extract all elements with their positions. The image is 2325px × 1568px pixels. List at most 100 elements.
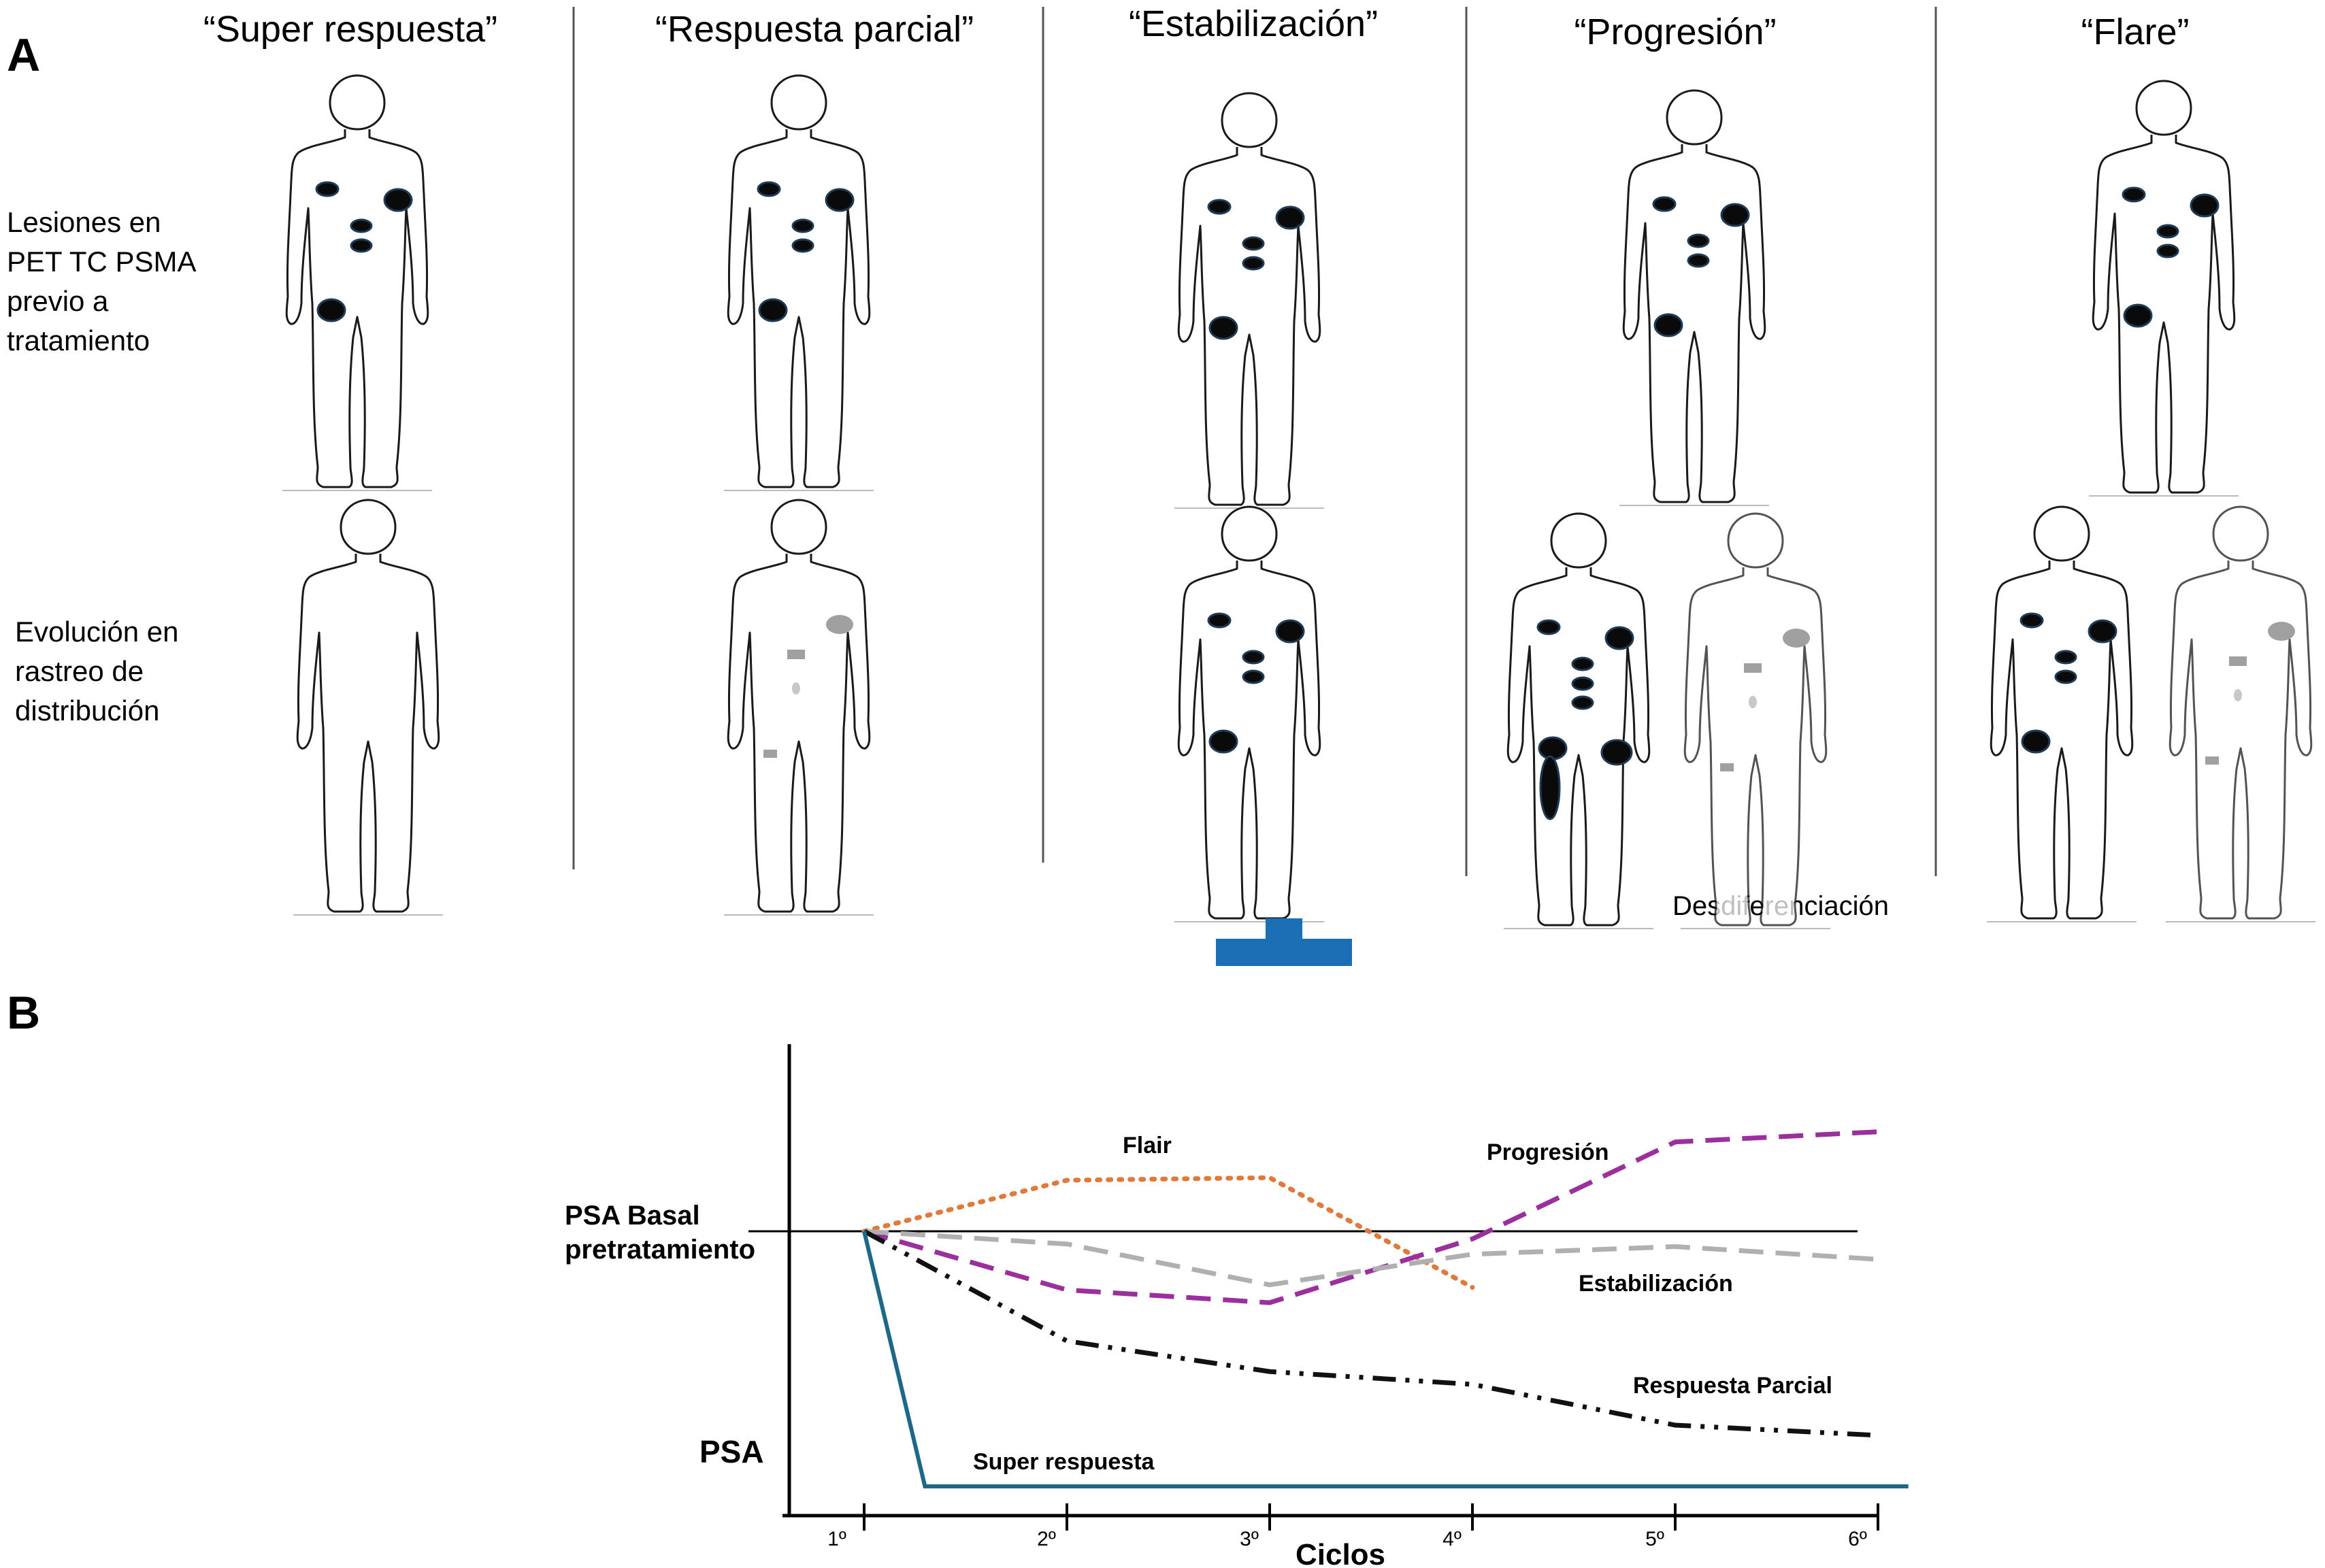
faded-lesion bbox=[1744, 663, 1762, 673]
row-label-pet-lesions: Lesiones en PET TC PSMA previo a tratami… bbox=[7, 206, 197, 356]
lesion bbox=[2156, 244, 2179, 258]
faded-lesion bbox=[2229, 656, 2247, 666]
baseline-label: pretratamiento bbox=[565, 1235, 755, 1265]
column-title-partial: “Respuesta parcial” bbox=[655, 9, 974, 50]
lesion bbox=[1242, 650, 1265, 665]
series-label: Flair bbox=[1123, 1133, 1172, 1158]
lesion bbox=[2054, 669, 2077, 684]
lesion bbox=[316, 298, 346, 322]
series-label: Progresión bbox=[1487, 1139, 1609, 1165]
lesion bbox=[315, 181, 340, 197]
faded-lesion bbox=[1720, 763, 1734, 771]
lesion bbox=[350, 218, 373, 233]
baseline-label: PSA Basal bbox=[565, 1201, 700, 1231]
panel-b-letter: B bbox=[7, 987, 41, 1039]
lesion bbox=[825, 188, 855, 212]
x-tick-label: 2º bbox=[1037, 1528, 1056, 1550]
lesion bbox=[1538, 736, 1568, 761]
lesion bbox=[1275, 619, 1305, 644]
lesion bbox=[1652, 196, 1677, 212]
faded-lesion bbox=[792, 682, 800, 695]
faded-lesion bbox=[2205, 756, 2219, 765]
lesion bbox=[758, 298, 788, 322]
column-title-stabilization: “Estabilización” bbox=[1128, 3, 1379, 44]
lesion bbox=[1242, 236, 1265, 251]
lesion bbox=[1687, 253, 1710, 268]
lesion bbox=[757, 181, 781, 197]
x-tick-label: 3º bbox=[1240, 1528, 1259, 1550]
series-line-estabilización bbox=[863, 1229, 1879, 1288]
lesion bbox=[2021, 729, 2051, 754]
lesion bbox=[2190, 193, 2220, 218]
x-tick-label: 4º bbox=[1442, 1528, 1462, 1550]
lesion bbox=[1604, 626, 1634, 650]
series-line-super-respuesta bbox=[862, 1231, 1909, 1488]
lesion bbox=[1242, 669, 1265, 684]
lesion bbox=[1571, 676, 1594, 691]
faded-lesion bbox=[2268, 622, 2295, 641]
lesion bbox=[1720, 203, 1750, 227]
lesion bbox=[2122, 186, 2146, 203]
series-line-respuesta-parcial bbox=[863, 1229, 1879, 1438]
faded-lesion bbox=[2234, 689, 2242, 701]
lesion bbox=[1539, 755, 1561, 820]
lesion bbox=[1208, 729, 1238, 754]
lesion bbox=[1208, 316, 1238, 340]
figure-super-before bbox=[282, 74, 432, 491]
y-axis-label: PSA bbox=[699, 1434, 764, 1469]
lesion bbox=[1653, 313, 1683, 337]
x-tick-label: 1º bbox=[827, 1528, 846, 1550]
figure-progression-before bbox=[1619, 89, 1769, 506]
x-tick-label: 6º bbox=[1848, 1528, 1867, 1550]
column-title-super: “Super respuesta” bbox=[203, 9, 498, 50]
lesion bbox=[1275, 205, 1305, 230]
row-label-distribution: Evolución en rastreo de distribución bbox=[15, 616, 179, 727]
figure-super-after bbox=[293, 499, 443, 916]
faded-lesion bbox=[1783, 629, 1810, 648]
lesion bbox=[2123, 303, 2153, 328]
figure-stabilization-after bbox=[1174, 505, 1324, 922]
lesion bbox=[1687, 233, 1710, 248]
x-axis-label: Ciclos bbox=[1296, 1538, 1385, 1568]
plus-icon bbox=[1216, 918, 1352, 966]
lesion bbox=[1571, 695, 1594, 710]
lesion bbox=[2088, 619, 2117, 644]
faded-lesion bbox=[826, 615, 853, 634]
series-line-flair bbox=[861, 1175, 1475, 1290]
panel-a-letter: A bbox=[7, 29, 41, 81]
faded-lesion bbox=[787, 650, 805, 659]
figure-progression-after bbox=[1504, 512, 1653, 929]
panel-a-illustration bbox=[282, 7, 2315, 966]
lesion bbox=[1242, 256, 1265, 271]
figure-flare-dediff bbox=[2166, 505, 2315, 922]
lesion bbox=[383, 188, 413, 212]
series-label: Estabilización bbox=[1579, 1271, 1733, 1297]
series-line-progresión bbox=[863, 1129, 1879, 1305]
lesion bbox=[1207, 612, 1232, 629]
figure-progression-dediff bbox=[1681, 512, 1830, 929]
lesion bbox=[1207, 199, 1232, 215]
column-title-flare: “Flare” bbox=[2081, 12, 2190, 52]
lesion bbox=[1536, 619, 1561, 635]
figure-flare-after bbox=[1987, 505, 2137, 922]
lesion bbox=[1600, 739, 1633, 766]
faded-lesion bbox=[1749, 696, 1757, 708]
lesion bbox=[1571, 656, 1594, 671]
lesion bbox=[350, 238, 373, 253]
lesion bbox=[2054, 650, 2077, 665]
lesion bbox=[2156, 224, 2179, 239]
series-label: Super respuesta bbox=[973, 1449, 1155, 1475]
column-dividers bbox=[572, 7, 1937, 876]
figure-stabilization-before bbox=[1174, 92, 1324, 509]
figure-flare-before bbox=[2089, 80, 2239, 497]
lesion bbox=[791, 238, 814, 253]
series-label: Respuesta Parcial bbox=[1633, 1373, 1832, 1399]
figure-partial-before bbox=[724, 74, 874, 491]
lesion bbox=[791, 218, 814, 233]
lesion bbox=[2019, 612, 2044, 629]
faded-lesion bbox=[763, 750, 777, 758]
x-tick-label: 5º bbox=[1645, 1528, 1664, 1550]
figure-partial-after bbox=[724, 499, 874, 916]
column-title-progression: “Progresión” bbox=[1574, 12, 1777, 52]
